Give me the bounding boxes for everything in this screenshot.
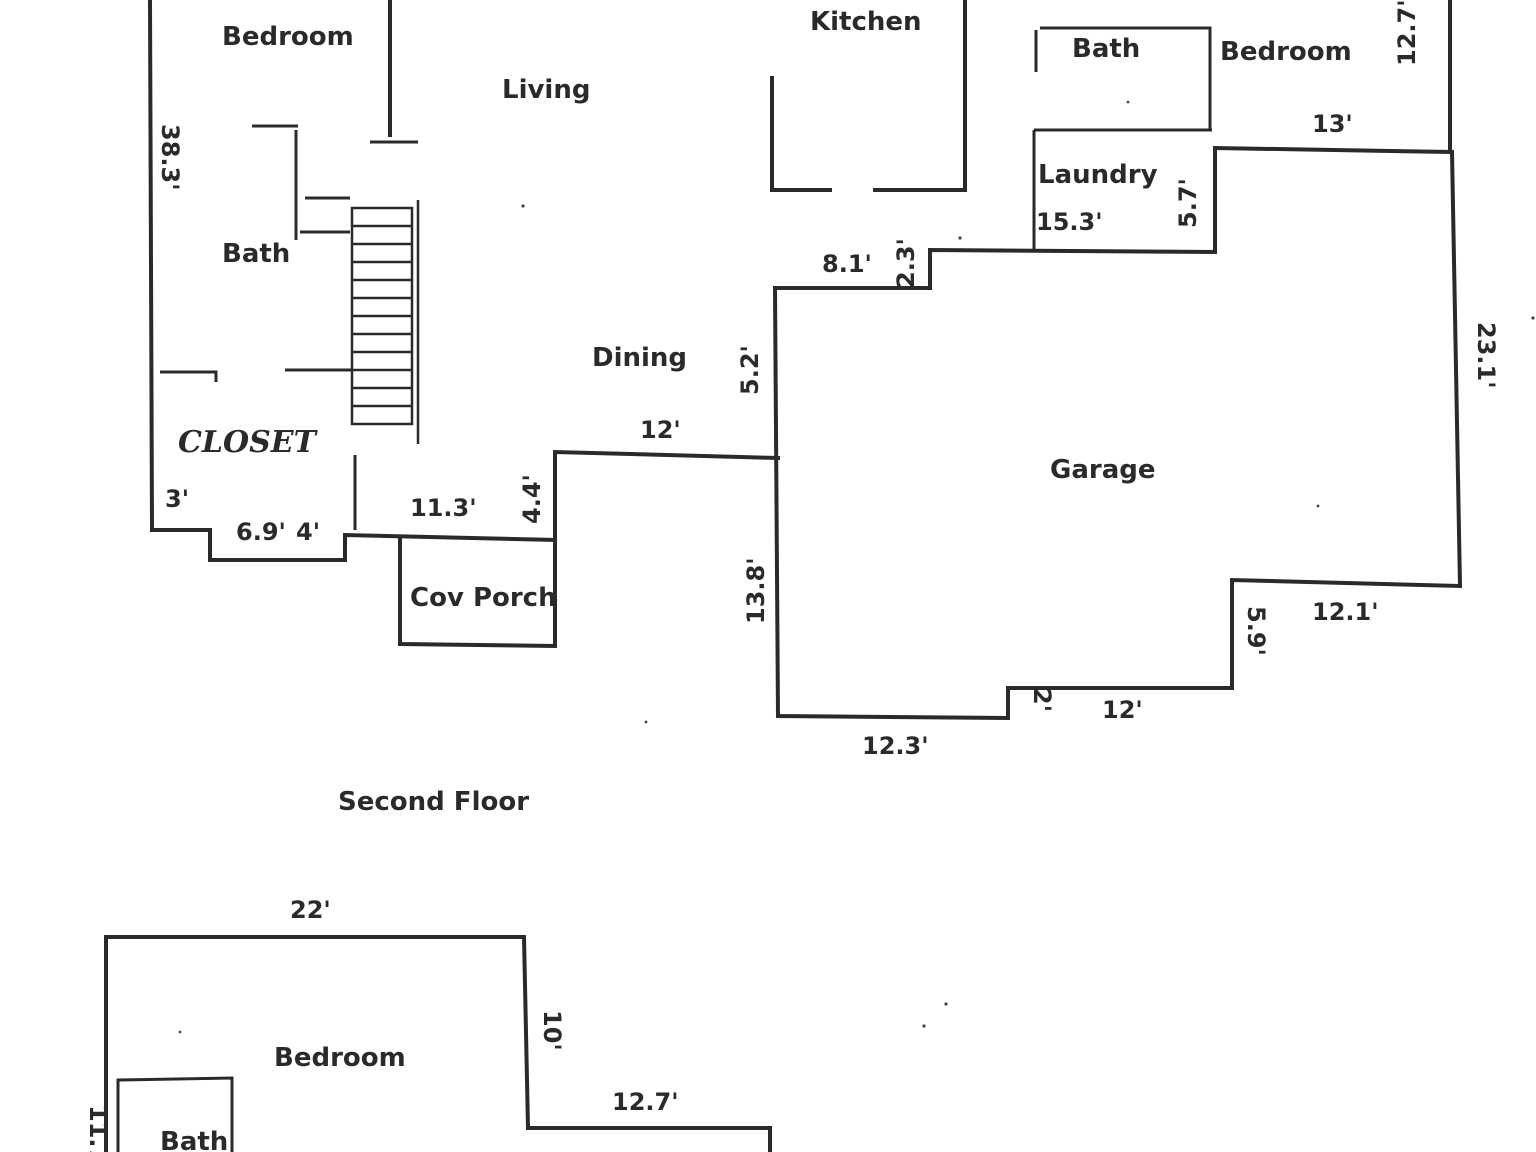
dim-11-3: 11.3' — [410, 494, 477, 522]
second-floor-outline — [104, 935, 772, 1152]
room-label-bath-right: Bath — [1072, 34, 1140, 64]
room-label-garage: Garage — [1050, 455, 1156, 485]
second-floor-labels: 22' Bedroom 10' 12.7' 11.7' Bath — [84, 896, 679, 1152]
dim-4: 4' — [296, 518, 320, 546]
dim-5-2: 5.2' — [736, 345, 764, 395]
dim-15-3: 15.3' — [1036, 208, 1103, 236]
second-floor-walls — [104, 935, 772, 1152]
closet-top-wall-left — [160, 370, 218, 382]
staircase — [350, 200, 420, 444]
room-label-bedroom: Bedroom — [222, 22, 354, 52]
dim-12-1: 12.1' — [1312, 598, 1379, 626]
room-label-living: Living — [502, 75, 590, 105]
second-floor-title: Second Floor — [338, 787, 529, 817]
dim-38-3: 38.3' — [156, 124, 184, 191]
dim-8-1: 8.1' — [822, 250, 872, 278]
dim-5-9: 5.9' — [1242, 606, 1270, 656]
dim-3: 3' — [165, 485, 189, 513]
dim-13: 13' — [1312, 110, 1353, 138]
room-label-second-bedroom: Bedroom — [274, 1043, 406, 1073]
dim-12-3: 12.3' — [862, 732, 929, 760]
room-label-bedroom-right: Bedroom — [1220, 37, 1352, 67]
dim-12-7-top: 12.7' — [1393, 0, 1421, 66]
dim-6-9: 6.9' — [236, 518, 286, 546]
room-label-dining: Dining — [592, 343, 687, 373]
dim-11-7: 11.7' — [84, 1105, 112, 1152]
dim-12-7-second: 12.7' — [612, 1088, 679, 1116]
room-label-second-bath: Bath — [160, 1127, 228, 1152]
first-floor-walls — [147, 0, 1463, 721]
dim-22: 22' — [290, 896, 331, 924]
left-exterior-wall — [147, 0, 558, 562]
room-label-closet: CLOSET — [178, 425, 319, 460]
covered-porch-outline — [398, 449, 781, 649]
scan-specks — [178, 100, 1535, 1034]
room-label-kitchen: Kitchen — [810, 7, 922, 37]
room-label-covered-porch: Cov Porch — [410, 583, 557, 613]
first-floor-labels: Bedroom Living Kitchen Bath Bedroom Laun… — [156, 0, 1500, 760]
dim-5-7: 5.7' — [1174, 178, 1202, 228]
dim-12-dining: 12' — [640, 416, 681, 444]
room-label-bath-left: Bath — [222, 239, 290, 269]
second-floor-bath-wall — [116, 1076, 234, 1152]
bath-right-outline — [1040, 26, 1212, 130]
dim-2: 2' — [1028, 688, 1056, 712]
dim-13-8: 13.8' — [742, 557, 770, 624]
dim-23-1: 23.1' — [1472, 322, 1500, 389]
dim-12-garage: 12' — [1102, 696, 1143, 724]
garage-outline — [772, 145, 1463, 721]
dim-10: 10' — [538, 1010, 566, 1051]
room-label-laundry: Laundry — [1038, 160, 1158, 190]
dim-2-3: 2.3' — [892, 238, 920, 288]
dim-4-4: 4.4' — [518, 474, 546, 524]
